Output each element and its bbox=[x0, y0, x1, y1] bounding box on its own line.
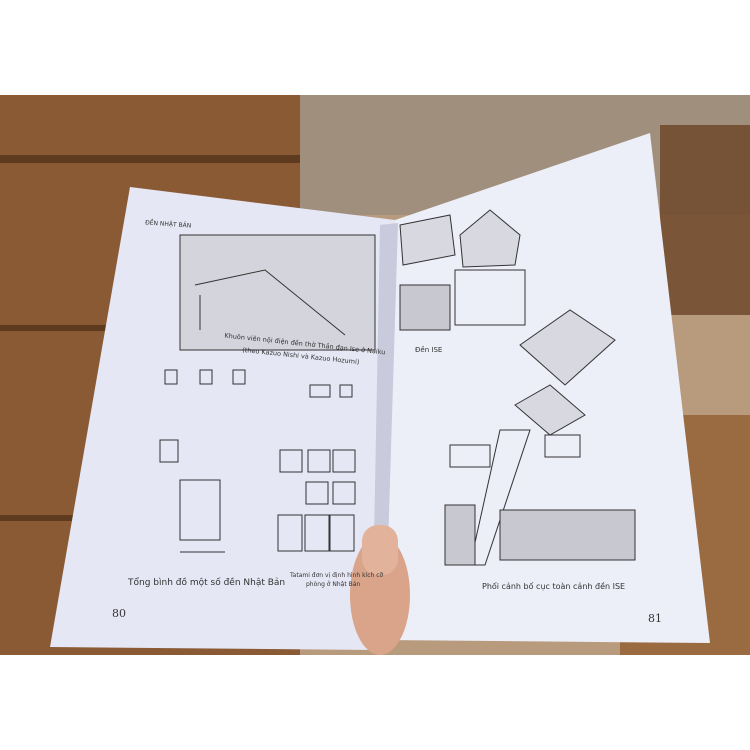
page-number-left: 80 bbox=[112, 607, 126, 620]
chair bbox=[660, 125, 750, 315]
caption-tatami-line2: phòng ở Nhật Bản bbox=[306, 581, 361, 588]
caption-ise: Đền ISE bbox=[415, 346, 443, 354]
caption-ise-perspective: Phối cảnh bố cục toàn cảnh đền ISE bbox=[482, 582, 626, 591]
caption-temple-plans: Tổng bình đồ một số đền Nhật Bản bbox=[128, 578, 286, 588]
page-number-right: 81 bbox=[648, 612, 662, 625]
ise-perspective-illustration bbox=[444, 309, 636, 566]
naiku-illustration bbox=[179, 234, 376, 351]
book-photo bbox=[0, 95, 750, 655]
caption-tatami-line1: Tatami đơn vị định hình kích cỡ bbox=[290, 572, 384, 579]
temple-plans-illustration bbox=[159, 369, 246, 553]
ise-shrine-illustration bbox=[399, 209, 526, 331]
thumb bbox=[362, 525, 398, 575]
tatami-illustration bbox=[277, 384, 356, 552]
